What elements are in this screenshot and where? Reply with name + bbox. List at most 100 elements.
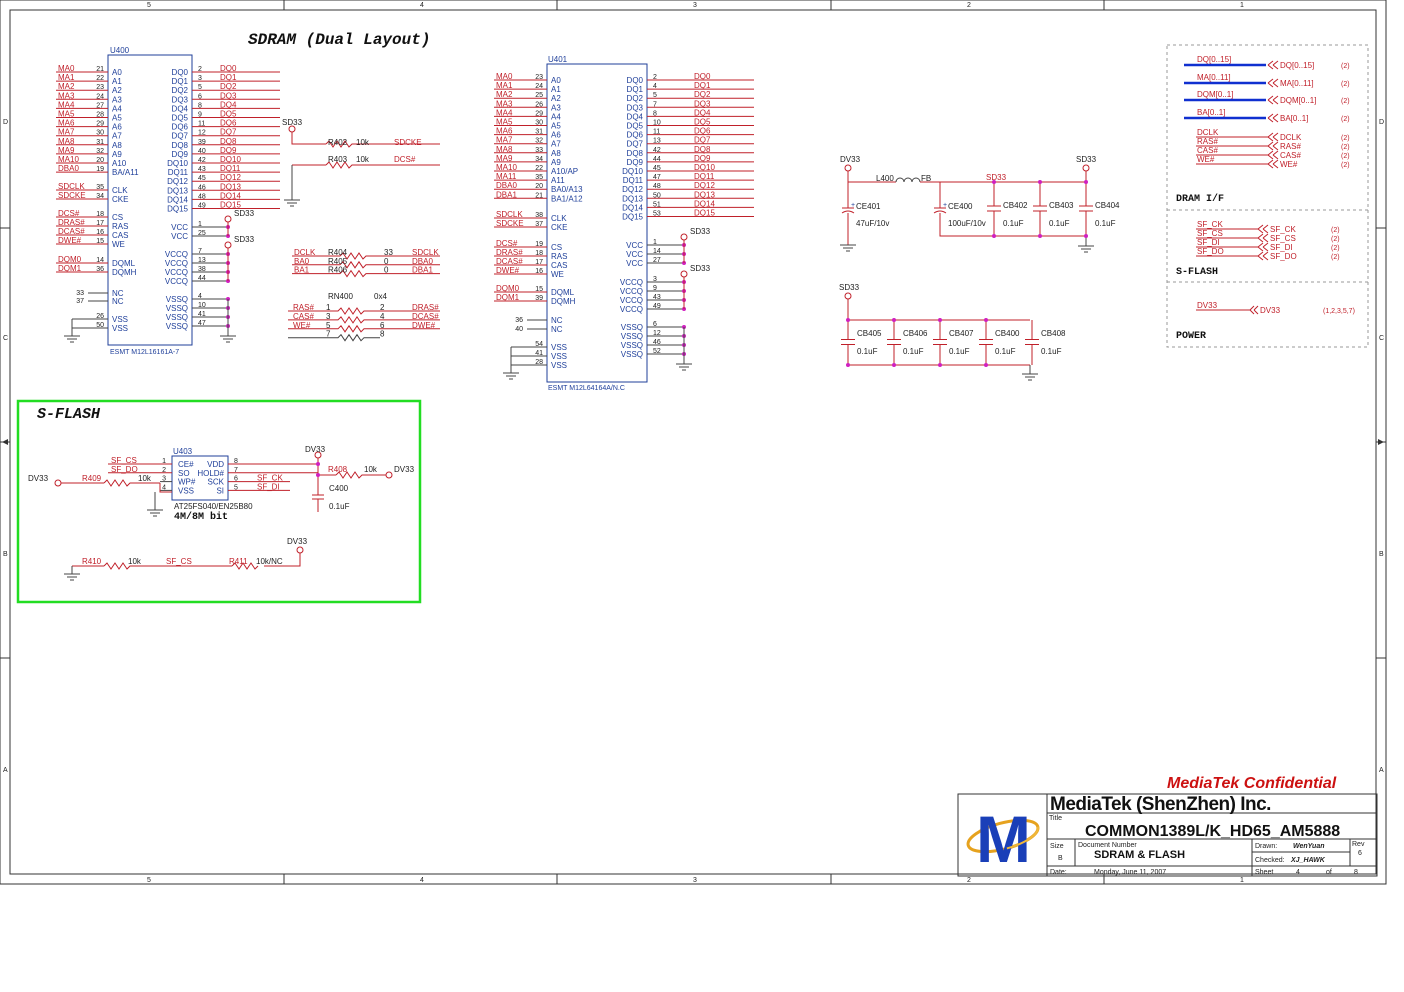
net-label: MA7 — [496, 136, 513, 145]
pin-number: 10 — [198, 302, 206, 309]
net-label: WE# — [293, 321, 311, 330]
junction-dot — [846, 363, 850, 367]
pin-number: 22 — [535, 165, 543, 172]
r402-ref: R402 — [328, 138, 348, 147]
pin-name: A3 — [551, 103, 561, 112]
net-label: DQM0 — [58, 255, 82, 264]
pin-number: 31 — [96, 139, 104, 146]
net-label: SDCKE — [58, 191, 86, 200]
net-label: MA6 — [496, 127, 513, 136]
pin-name: VSS — [551, 361, 567, 370]
pin-number: 44 — [198, 275, 206, 282]
pin-number: 35 — [535, 174, 543, 181]
net-label: DQ12 — [220, 173, 241, 182]
pin-number: 43 — [653, 294, 661, 301]
net-label: SDCLK — [496, 210, 523, 219]
resistor-ref: R406 — [328, 266, 348, 275]
pin-name: A4 — [112, 104, 122, 113]
col-label: 1 — [1240, 2, 1244, 9]
ce400-value: 100uF/10v — [948, 219, 986, 228]
pin-name: DQ4 — [627, 112, 644, 121]
dram-if-title: DRAM I/F — [1176, 193, 1224, 205]
pin-name: BA1/A12 — [551, 194, 583, 203]
pin-number: 5 — [653, 92, 657, 99]
pin-name: BA/A11 — [112, 168, 139, 177]
net-label: DQM1 — [58, 264, 82, 273]
pin-number: 15 — [96, 238, 104, 245]
net-label: DQ9 — [694, 154, 711, 163]
pin-name: VCC — [626, 259, 643, 268]
port-label: DQ[0..15] — [1280, 61, 1314, 70]
net-label: MA2 — [496, 90, 513, 99]
pin-name: WE — [112, 240, 125, 249]
pin-number: 28 — [535, 359, 543, 366]
pin-name: A8 — [551, 149, 561, 158]
pin-number: 23 — [96, 84, 104, 91]
net-label: DQ4 — [220, 100, 237, 109]
r409-ref: R409 — [82, 474, 102, 483]
net-label: DQ2 — [220, 82, 237, 91]
net-label: MA10 — [58, 155, 79, 164]
net-label: DQ14 — [220, 191, 241, 200]
sflash-frame — [16, 399, 422, 604]
r403-net: DCS# — [394, 155, 416, 164]
rn400-value: 0x4 — [374, 292, 387, 301]
col-label: 2 — [967, 2, 971, 9]
size-value: B — [1058, 855, 1063, 862]
pin-name: NC — [112, 297, 124, 306]
sd33-label: SD33 — [282, 118, 303, 127]
pin-name: NC — [551, 325, 563, 334]
sheet-total: 8 — [1354, 869, 1358, 876]
pin-name: DQ0 — [627, 76, 644, 85]
pin-name: A6 — [551, 131, 561, 140]
pin-name: WE — [551, 270, 564, 279]
junction-dot — [892, 318, 896, 322]
pin-number: 28 — [96, 112, 104, 119]
net-label: DQ15 — [220, 201, 241, 210]
sheet-frame: 5 4 3 2 1 5 4 3 2 1 D C B A D C B A — [0, 0, 1387, 885]
cap-ref: CB404 — [1095, 201, 1120, 210]
net-label: DQ0 — [694, 72, 711, 81]
port-label: WE# — [1280, 160, 1298, 169]
pin-name: VSSQ — [621, 332, 643, 341]
net-label: SDCLK — [412, 248, 439, 257]
net-label: DWE# — [412, 321, 436, 330]
pin-name: DQ8 — [172, 141, 189, 150]
col-label: 5 — [147, 877, 151, 884]
pin-number: 9 — [653, 285, 657, 292]
page-ref: (2) — [1341, 116, 1350, 123]
net-label: DQ5 — [694, 118, 711, 127]
sflash-section: S-FLASH U403 AT25FS040/EN25B80 4M/8M bit… — [16, 399, 422, 604]
pin-name: DQ1 — [172, 77, 189, 86]
pin-name: DQ13 — [167, 186, 188, 195]
net-label: BA0 — [294, 257, 310, 266]
net-label: MA5 — [496, 118, 513, 127]
junction-dot — [938, 363, 942, 367]
col-label: 3 — [693, 2, 697, 9]
sdram-section-title: SDRAM (Dual Layout) — [248, 31, 430, 49]
pin-number: 17 — [535, 259, 543, 266]
pin-name: VSS — [551, 343, 567, 352]
pin-name: DQML — [551, 288, 575, 297]
pin-number: 50 — [96, 322, 104, 329]
net-label: MA3 — [496, 99, 513, 108]
pin-name: VSSQ — [166, 295, 188, 304]
pin-name: VDD — [207, 460, 224, 469]
net-label: SF_DO — [1197, 247, 1224, 256]
pin-name: DQ8 — [627, 149, 644, 158]
pin-name: A9 — [551, 158, 561, 167]
net-label: DCLK — [1197, 128, 1219, 137]
cap-ref: CB405 — [857, 329, 882, 338]
page-ref: (2) — [1341, 81, 1350, 88]
net-label: DQ14 — [694, 199, 715, 208]
pin-number: 2 — [162, 467, 166, 474]
port-label: BA[0..1] — [1280, 114, 1308, 123]
pin-name: DQ6 — [172, 123, 189, 132]
net-label: DQM0 — [496, 284, 520, 293]
pin-name: A10 — [112, 159, 127, 168]
net-label: SF_CK — [257, 474, 283, 483]
pin-number: 7 — [326, 330, 331, 339]
